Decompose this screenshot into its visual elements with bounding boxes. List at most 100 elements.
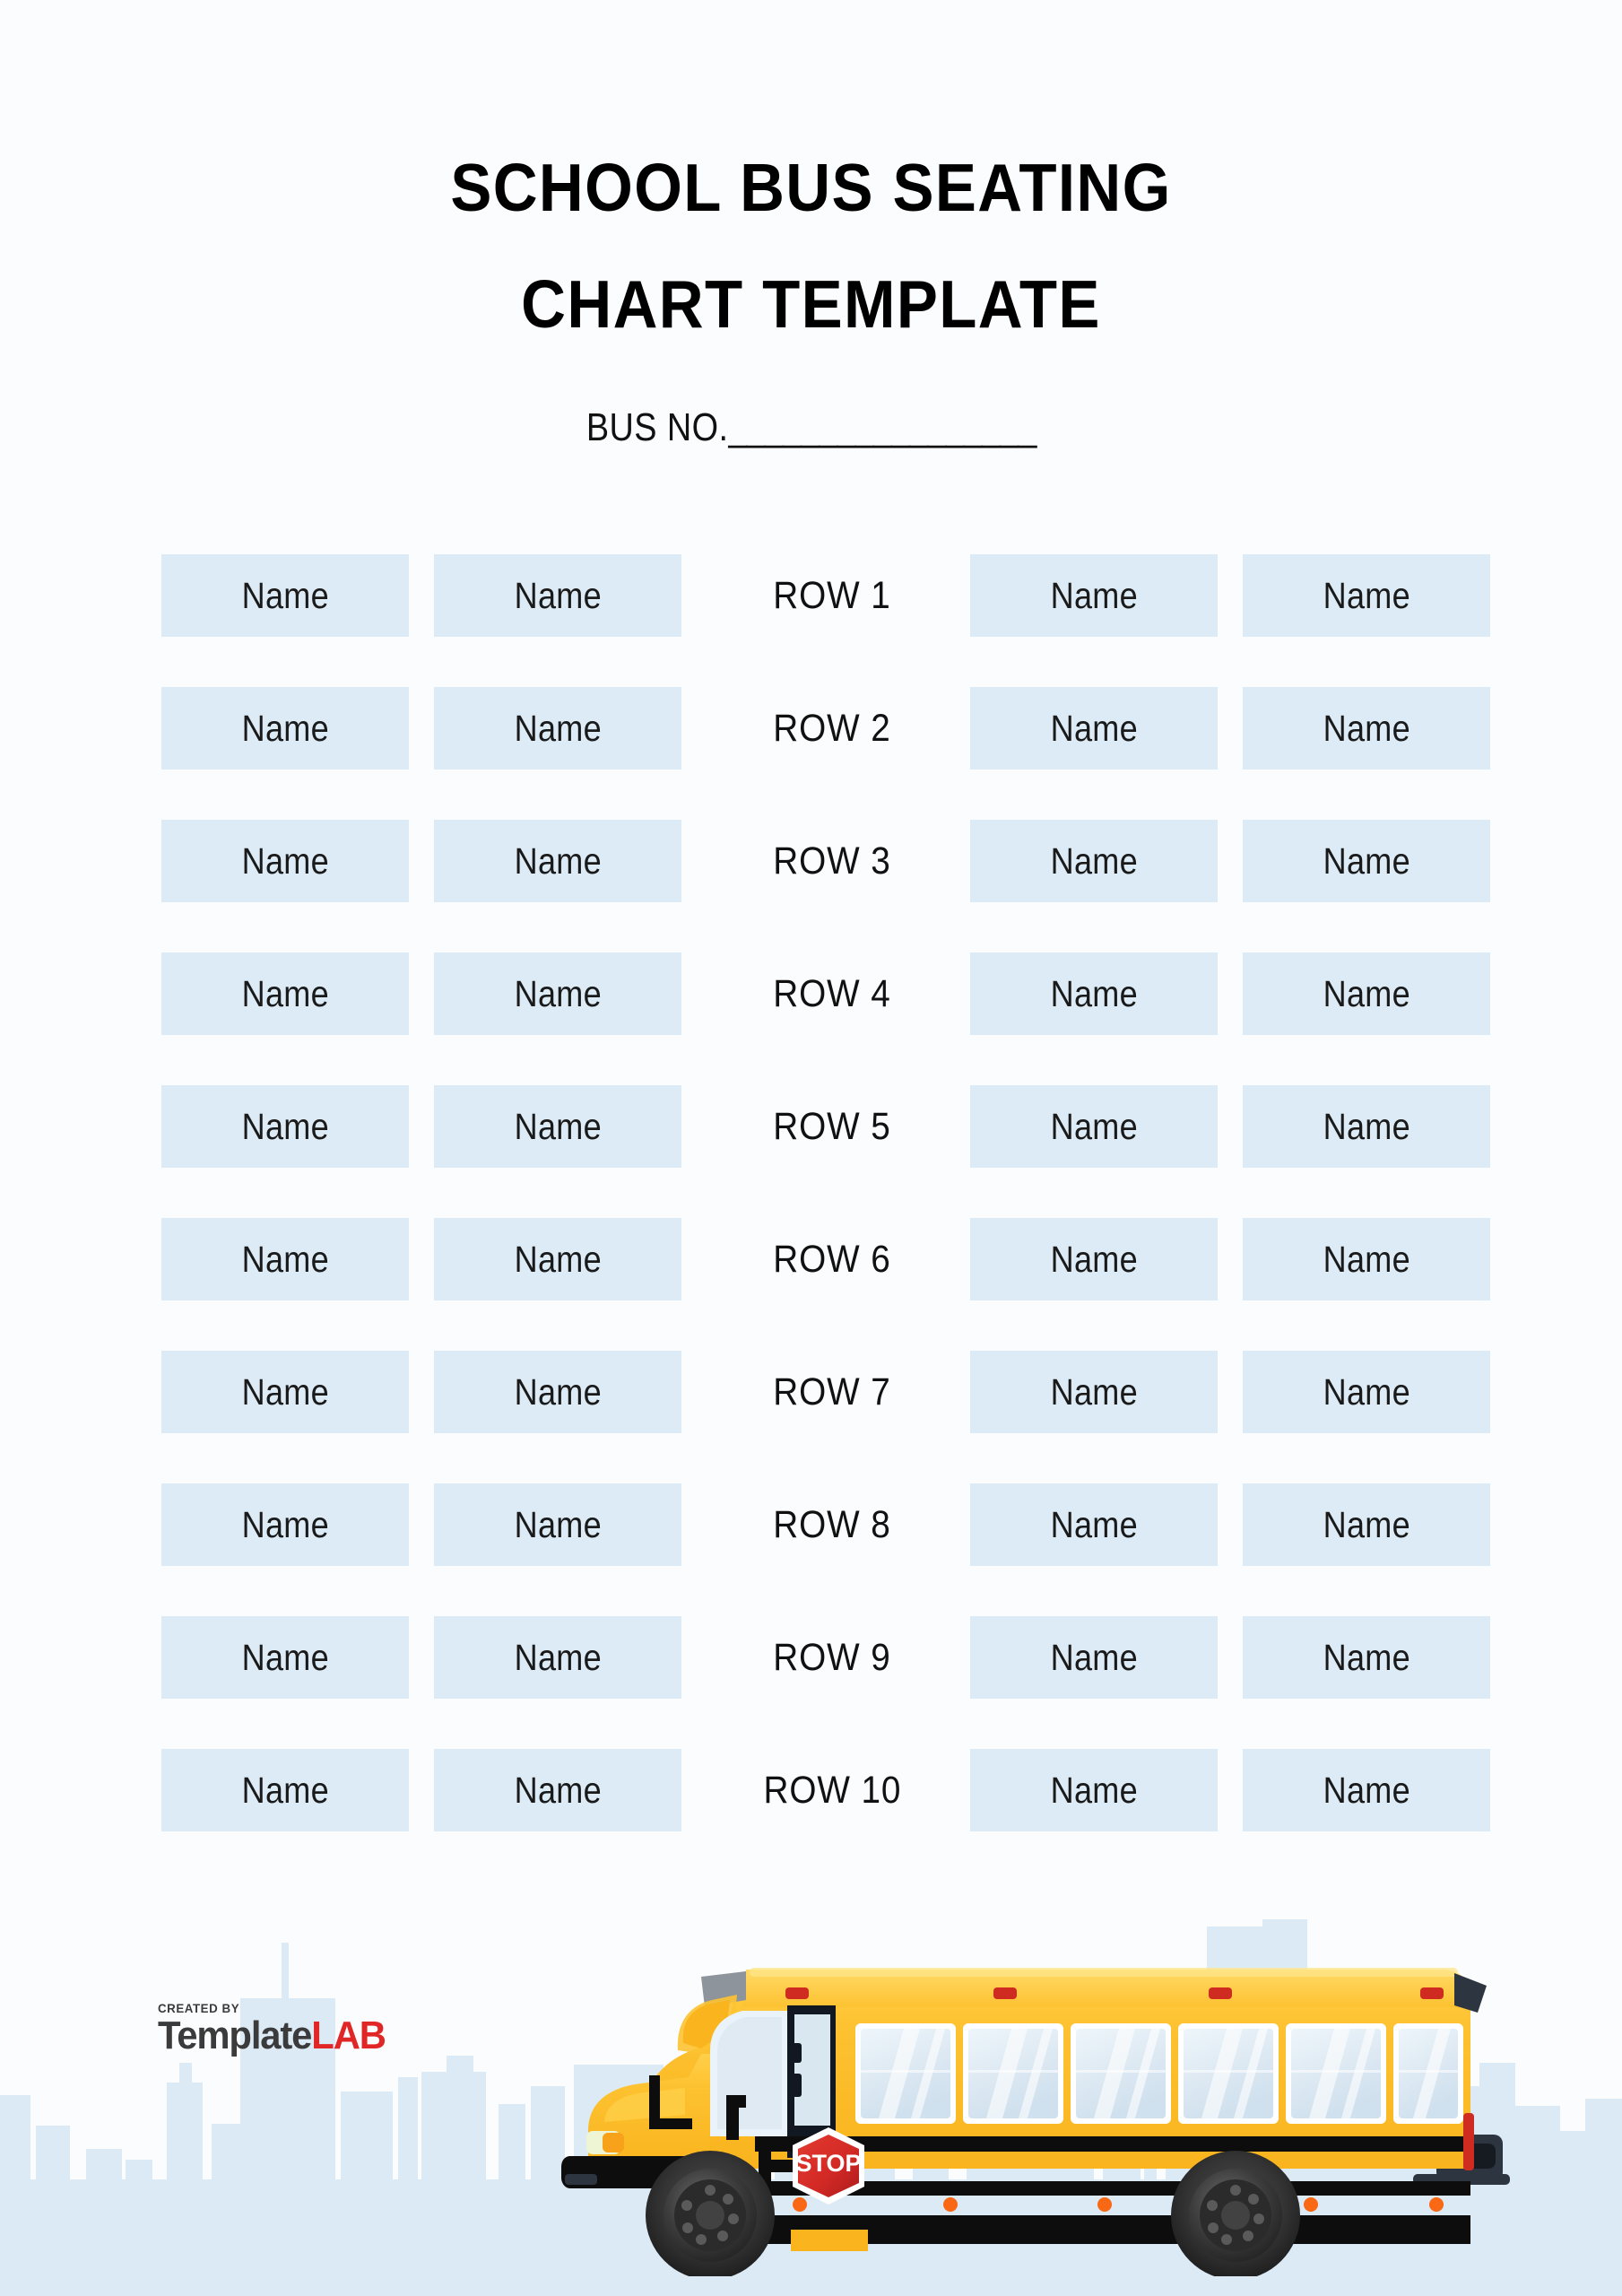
row-label: ROW 1 [708,554,956,637]
seat-name-box[interactable]: Name [434,554,681,637]
seat-name-box[interactable]: Name [434,952,681,1035]
bus-rear-marker [1463,2113,1474,2170]
logo-template-text: Template [158,2013,312,2057]
seat-name-box[interactable]: Name [1243,820,1490,902]
seat-name-text: Name [1050,574,1138,616]
bus-front-wheel [646,2151,775,2276]
seat-name-box[interactable]: Name [970,1483,1218,1566]
seat-name-text: Name [514,707,602,749]
seat-name-box[interactable]: Name [970,1616,1218,1699]
seat-name-box[interactable]: Name [434,1218,681,1300]
bus-roof [742,1970,1470,2007]
row-label: ROW 10 [708,1749,956,1831]
seat-name-box[interactable]: Name [161,1351,409,1433]
seat-name-text: Name [1050,839,1138,882]
seat-name-text: Name [514,1370,602,1413]
bus-side-marker [1429,2197,1444,2212]
seat-name-box[interactable]: Name [1243,687,1490,770]
bus-side-marker [1304,2197,1318,2212]
seat-name-box[interactable]: Name [1243,554,1490,637]
row-label-text: ROW 6 [773,1237,891,1281]
seat-name-box[interactable]: Name [161,1749,409,1831]
seat-name-box[interactable]: Name [434,1616,681,1699]
row-label: ROW 8 [708,1483,956,1566]
row-label: ROW 7 [708,1351,956,1433]
row-label: ROW 9 [708,1616,956,1699]
row-label-text: ROW 5 [773,1104,891,1148]
seat-name-text: Name [1323,574,1410,616]
seat-name-box[interactable]: Name [161,1483,409,1566]
seat-name-text: Name [1050,1769,1138,1811]
seat-name-text: Name [241,574,329,616]
seat-name-box[interactable]: Name [970,1085,1218,1168]
templatelab-logo[interactable]: CREATED BY TemplateLAB [158,2002,397,2056]
bus-roof-light [785,1987,809,1999]
seat-name-box[interactable]: Name [434,1483,681,1566]
seat-name-box[interactable]: Name [970,1218,1218,1300]
logo-created-by-text: CREATED BY [158,2001,240,2015]
seat-row: Name Name ROW 6 Name Name [0,1218,1622,1351]
seat-name-box[interactable]: Name [970,1351,1218,1433]
seat-name-text: Name [241,1503,329,1545]
seat-name-box[interactable]: Name [1243,1218,1490,1300]
seat-name-box[interactable]: Name [161,554,409,637]
page-title-line-2: CHART TEMPLATE [521,266,1101,342]
seat-row: Name Name ROW 10 Name Name [0,1749,1622,1882]
seat-name-box[interactable]: Name [1243,1483,1490,1566]
row-label: ROW 6 [708,1218,956,1300]
seat-name-box[interactable]: Name [434,1749,681,1831]
seat-name-box[interactable]: Name [970,687,1218,770]
seat-name-box[interactable]: Name [161,1218,409,1300]
seat-name-box[interactable]: Name [161,1085,409,1168]
seat-name-text: Name [514,1503,602,1545]
seat-name-text: Name [1323,707,1410,749]
seat-name-text: Name [1050,1238,1138,1280]
seat-name-box[interactable]: Name [1243,952,1490,1035]
seat-name-box[interactable]: Name [970,952,1218,1035]
row-label-text: ROW 2 [773,706,891,750]
bus-number-field[interactable]: BUS NO._________________ [586,405,1037,450]
seat-name-box[interactable]: Name [161,820,409,902]
seat-name-box[interactable]: Name [1243,1616,1490,1699]
seat-name-text: Name [514,1105,602,1147]
seat-name-box[interactable]: Name [970,1749,1218,1831]
row-label-text: ROW 1 [773,573,891,617]
seat-row: Name Name ROW 1 Name Name [0,554,1622,687]
stop-sign: STOP [793,2127,864,2205]
seat-row: Name Name ROW 2 Name Name [0,687,1622,820]
seat-name-box[interactable]: Name [161,1616,409,1699]
seat-name-text: Name [1050,1105,1138,1147]
row-label: ROW 2 [708,687,956,770]
seat-name-box[interactable]: Name [970,820,1218,902]
seat-name-box[interactable]: Name [434,1351,681,1433]
seat-name-box[interactable]: Name [1243,1085,1490,1168]
seat-name-box[interactable]: Name [434,687,681,770]
logo-lab-text: LAB [311,2013,386,2057]
seat-row: Name Name ROW 5 Name Name [0,1085,1622,1218]
bus-side-marker [793,2197,807,2212]
seat-name-text: Name [514,1238,602,1280]
seat-name-text: Name [514,574,602,616]
seat-name-text: Name [514,839,602,882]
stop-sign-text: STOP [795,2150,861,2177]
seat-name-box[interactable]: Name [434,820,681,902]
bus-side-marker [1097,2197,1112,2212]
bus-roof-light [1420,1987,1444,1999]
seat-name-box[interactable]: Name [434,1085,681,1168]
seat-name-box[interactable]: Name [161,952,409,1035]
seat-name-box[interactable]: Name [970,554,1218,637]
page-title-line-1: SCHOOL BUS SEATING [450,150,1172,225]
seat-name-box[interactable]: Name [161,687,409,770]
row-label: ROW 3 [708,820,956,902]
row-label-text: ROW 4 [773,971,891,1015]
bus-number-blank-line: _________________ [728,405,1037,449]
seat-name-text: Name [1323,1238,1410,1280]
seat-name-box[interactable]: Name [1243,1749,1490,1831]
seat-name-text: Name [1323,1370,1410,1413]
seat-name-text: Name [241,1370,329,1413]
seat-name-box[interactable]: Name [1243,1351,1490,1433]
bus-window-group [855,2023,1463,2124]
